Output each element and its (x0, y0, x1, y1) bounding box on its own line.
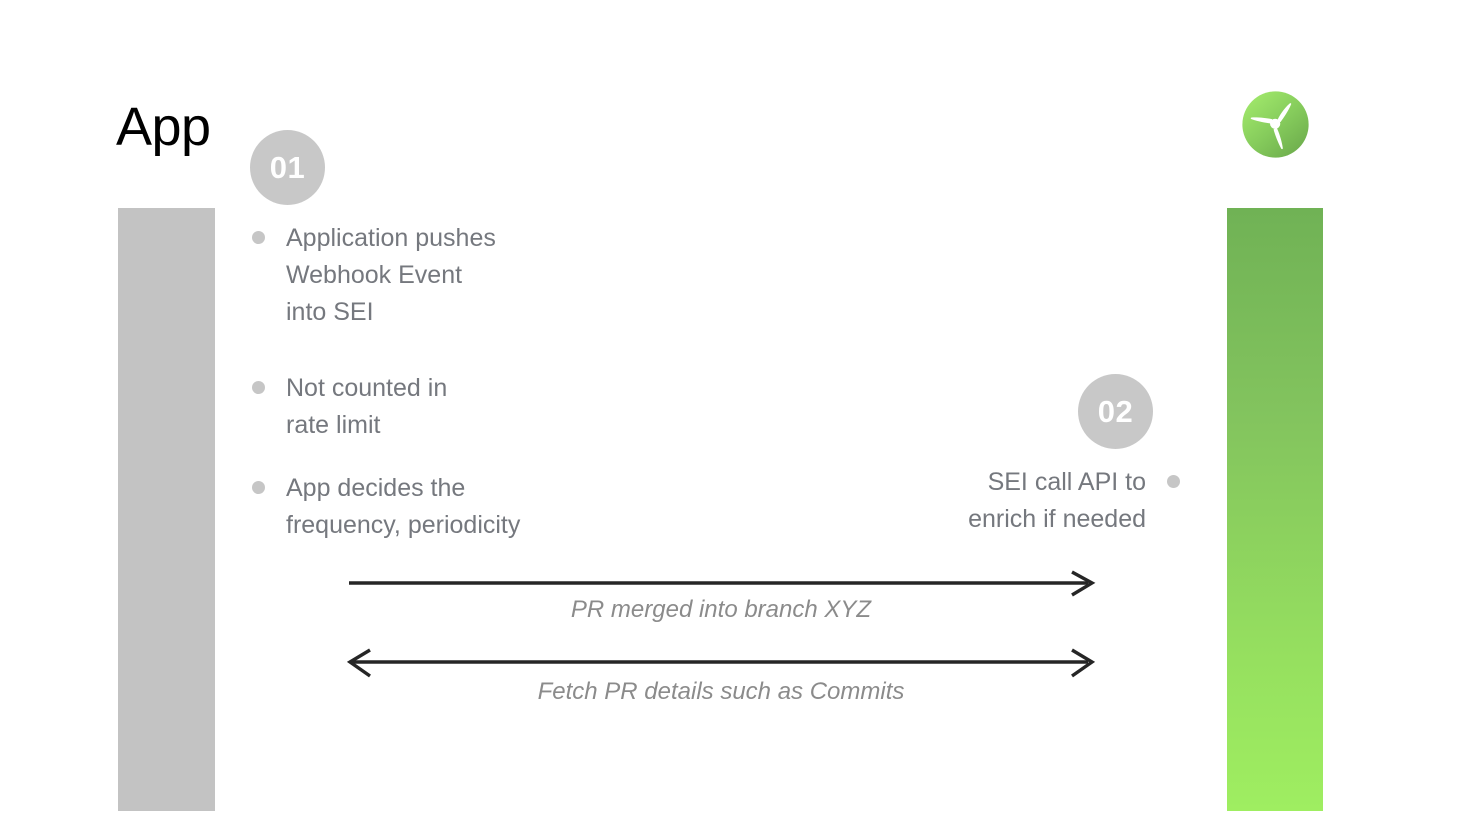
right-lane-bar (1227, 208, 1323, 811)
bullet-text: Not counted in rate limit (286, 374, 448, 439)
step-badge-01: 01 (250, 130, 325, 205)
step-badge-02: 02 (1078, 374, 1153, 449)
bullet-dot-icon (1167, 475, 1180, 488)
arrow-label: PR merged into branch XYZ (570, 596, 872, 623)
page-title: App (116, 97, 211, 157)
list-item: App decides the frequency, periodicity (252, 470, 652, 544)
bullet-text: App decides the frequency, periodicity (286, 474, 521, 539)
arrow-pr-merged: PR merged into branch XYZ (348, 570, 1096, 623)
list-item: Application pushes Webhook Event into SE… (252, 220, 652, 331)
list-item: Not counted in rate limit (252, 370, 652, 444)
arrow-label: Fetch PR details such as Commits (537, 678, 905, 705)
bullet-dot-icon (252, 381, 265, 394)
propeller-logo (1241, 90, 1310, 159)
arrow-fetch-pr-details: Fetch PR details such as Commits (346, 648, 1096, 705)
right-bullet-list: SEI call API to enrich if needed (880, 464, 1180, 564)
bullet-text: Application pushes Webhook Event into SE… (286, 224, 496, 326)
bullet-dot-icon (252, 481, 265, 494)
bullet-text: SEI call API to enrich if needed (968, 468, 1146, 533)
left-lane-bar (118, 208, 215, 811)
bullet-dot-icon (252, 231, 265, 244)
list-item: SEI call API to enrich if needed (880, 464, 1180, 538)
left-bullet-list: Application pushes Webhook Event into SE… (252, 220, 652, 570)
